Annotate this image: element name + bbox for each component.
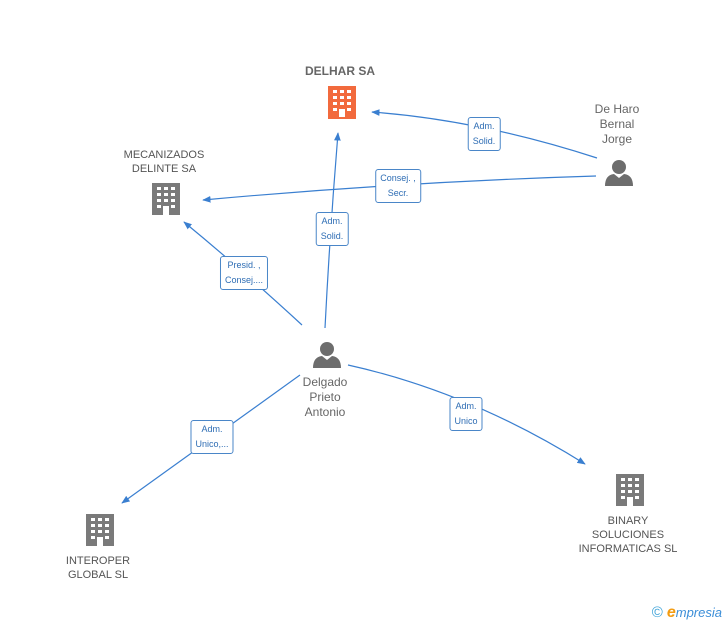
label-line: INFORMATICAS SL bbox=[578, 543, 678, 555]
label-line: DELINTE SA bbox=[131, 163, 197, 175]
edge-label-line: Secr. bbox=[387, 188, 409, 198]
company-label-mecanizados[interactable]: MECANIZADOS DELINTE SA bbox=[124, 148, 205, 176]
edge-label-deharo-delhar[interactable]: Adm. Solid. bbox=[467, 117, 501, 151]
edge-label-line: Adm. bbox=[321, 216, 343, 226]
company-label-delhar[interactable]: DELHAR SA bbox=[304, 64, 376, 78]
building-icon[interactable] bbox=[616, 474, 644, 506]
brand-logo: ©empresia bbox=[652, 604, 722, 622]
edge-label-delgado-mecanizados[interactable]: Presid. , Consej.... bbox=[219, 256, 269, 290]
label-line: INTEROPER bbox=[65, 555, 131, 567]
edge-label-line: Solid. bbox=[320, 231, 344, 241]
edge-label-line: Presid. , bbox=[227, 260, 261, 270]
brand-initial: e bbox=[666, 604, 676, 621]
person-label-deharo[interactable]: De Haro Bernal Jorge bbox=[595, 102, 640, 147]
building-icon[interactable] bbox=[86, 514, 114, 546]
label-line: MECANIZADOS bbox=[123, 149, 205, 161]
edge-label-deharo-mecanizados[interactable]: Consej. , Secr. bbox=[375, 169, 421, 203]
person-icon[interactable] bbox=[313, 342, 341, 368]
brand-name: mpresia bbox=[675, 605, 722, 620]
edge-label-delgado-delhar[interactable]: Adm. Solid. bbox=[315, 212, 349, 246]
label-line: Delgado bbox=[302, 375, 348, 389]
edge-label-line: Consej.... bbox=[224, 275, 264, 285]
label-line: GLOBAL SL bbox=[67, 569, 129, 581]
edge-label-line: Unico bbox=[454, 416, 478, 426]
label-line: Jorge bbox=[601, 132, 633, 146]
label-line: Bernal bbox=[599, 117, 635, 131]
company-label-binary[interactable]: BINARY SOLUCIONES INFORMATICAS SL bbox=[579, 514, 678, 556]
copyright-icon: © bbox=[651, 604, 663, 621]
edge-label-delgado-binary[interactable]: Adm. Unico bbox=[449, 397, 483, 431]
edge-label-line: Adm. bbox=[201, 424, 223, 434]
edge-label-line: Adm. bbox=[473, 121, 495, 131]
person-icon[interactable] bbox=[605, 160, 633, 186]
edge-label-line: Solid. bbox=[472, 136, 496, 146]
label-line: SOLUCIONES bbox=[591, 529, 665, 541]
edge-label-line: Adm. bbox=[455, 401, 477, 411]
edge-label-line: Consej. , bbox=[380, 173, 416, 183]
edge-label-delgado-interoper[interactable]: Adm. Unico,... bbox=[190, 420, 234, 454]
edge-label-line: Unico,... bbox=[195, 439, 229, 449]
company-label-interoper[interactable]: INTEROPER GLOBAL SL bbox=[66, 554, 130, 582]
label-line: Antonio bbox=[304, 405, 346, 419]
label-line: De Haro bbox=[594, 102, 640, 116]
label-line: Prieto bbox=[309, 390, 341, 404]
label-line: BINARY bbox=[607, 515, 649, 527]
person-label-delgado[interactable]: Delgado Prieto Antonio bbox=[303, 375, 348, 420]
building-icon[interactable] bbox=[328, 86, 356, 119]
building-icon[interactable] bbox=[152, 183, 180, 215]
